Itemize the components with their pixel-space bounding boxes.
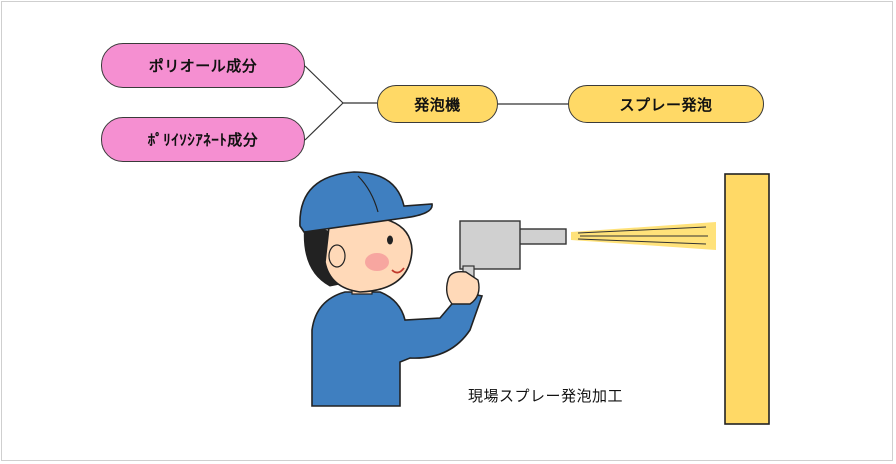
uniform-body <box>311 291 484 407</box>
spray-foam-label: スプレー発泡 <box>619 95 713 114</box>
cap-icon <box>299 171 433 233</box>
foaming-machine-box: 発泡機 <box>377 85 498 123</box>
polyol-component-label: ポリオール成分 <box>148 57 258 75</box>
caption-onsite-spray-foam: 現場スプレー発泡加工 <box>468 387 624 405</box>
worker-spraying-illustration <box>299 171 484 407</box>
spray-gun-icon <box>459 220 567 285</box>
hand <box>445 270 480 305</box>
spray-foam-box: スプレー発泡 <box>568 85 764 123</box>
polyol-component-box: ポリオール成分 <box>101 43 305 88</box>
foaming-machine-label: 発泡機 <box>414 95 461 114</box>
connector-polyol <box>304 65 344 104</box>
isocyanate-component-box: ﾎﾟﾘｲｿｼｱﾈｰﾄ成分 <box>101 117 305 162</box>
isocyanate-component-label: ﾎﾟﾘｲｿｼｱﾈｰﾄ成分 <box>147 131 259 149</box>
connector-iso <box>304 102 344 141</box>
wall-panel <box>724 173 770 425</box>
spray-stream-icon <box>571 222 716 250</box>
